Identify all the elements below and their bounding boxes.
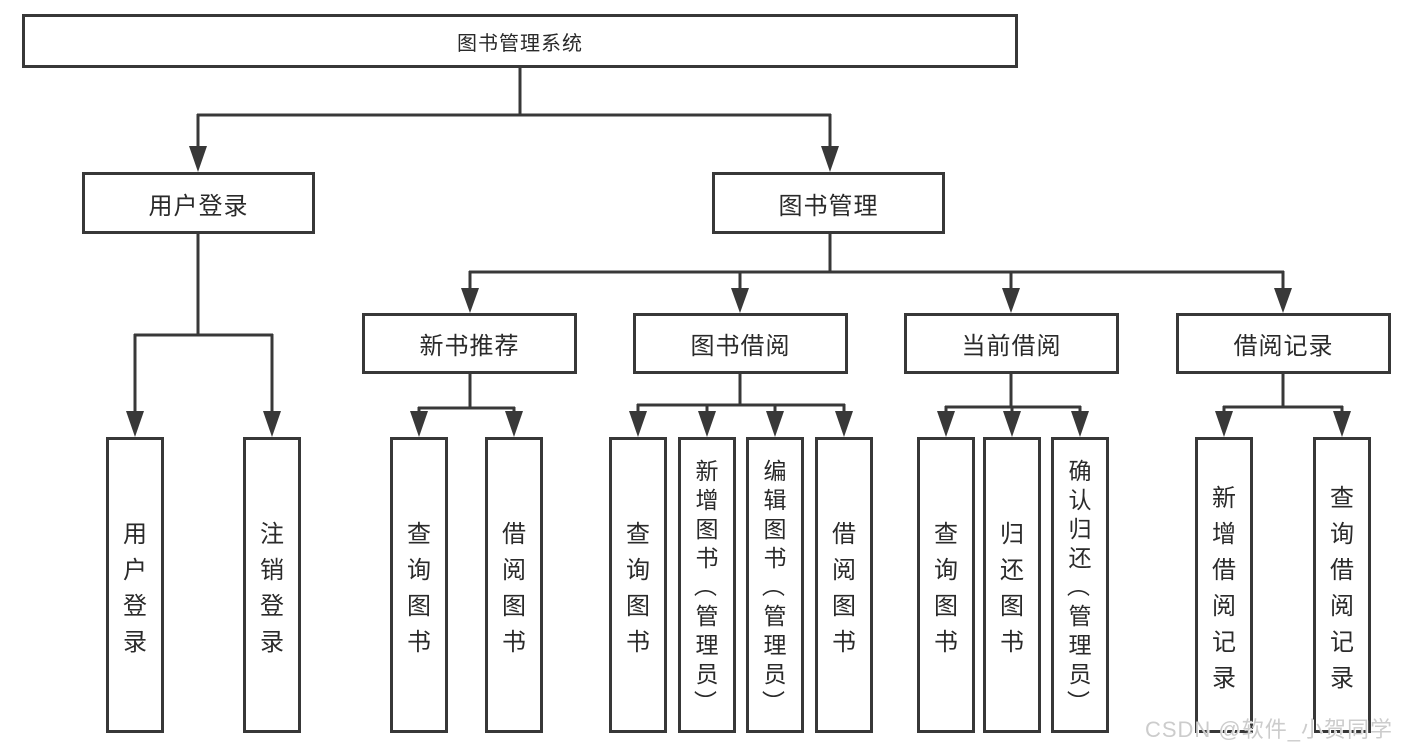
leaf-query-books-recommend: 查询图书: [390, 437, 448, 733]
leaf-add-books-admin: 新增图书（管理员）: [678, 437, 736, 733]
node-book-borrowing: 图书借阅: [633, 313, 848, 374]
node-user-login: 用户登录: [82, 172, 315, 234]
leaf-return-books: 归还图书: [983, 437, 1041, 733]
node-library-management-system: 图书管理系统: [22, 14, 1018, 68]
node-borrow-records: 借阅记录: [1176, 313, 1391, 374]
node-new-book-recommend: 新书推荐: [362, 313, 577, 374]
leaf-query-books-borrowing: 查询图书: [609, 437, 667, 733]
watermark: CSDN @软件_小贺同学: [1144, 717, 1393, 742]
leaf-query-books-current: 查询图书: [917, 437, 975, 733]
node-book-management: 图书管理: [712, 172, 945, 234]
leaf-user-login: 用户登录: [106, 437, 164, 733]
leaf-borrow-books-recommend: 借阅图书: [485, 437, 543, 733]
leaf-edit-books-admin: 编辑图书（管理员）: [746, 437, 804, 733]
leaf-logout: 注销登录: [243, 437, 301, 733]
leaf-borrow-books-borrowing: 借阅图书: [815, 437, 873, 733]
leaf-query-borrow-record: 查询借阅记录: [1313, 437, 1371, 733]
node-current-borrowing: 当前借阅: [904, 313, 1119, 374]
leaf-add-borrow-record: 新增借阅记录: [1195, 437, 1253, 733]
leaf-confirm-return-admin: 确认归还（管理员）: [1051, 437, 1109, 733]
